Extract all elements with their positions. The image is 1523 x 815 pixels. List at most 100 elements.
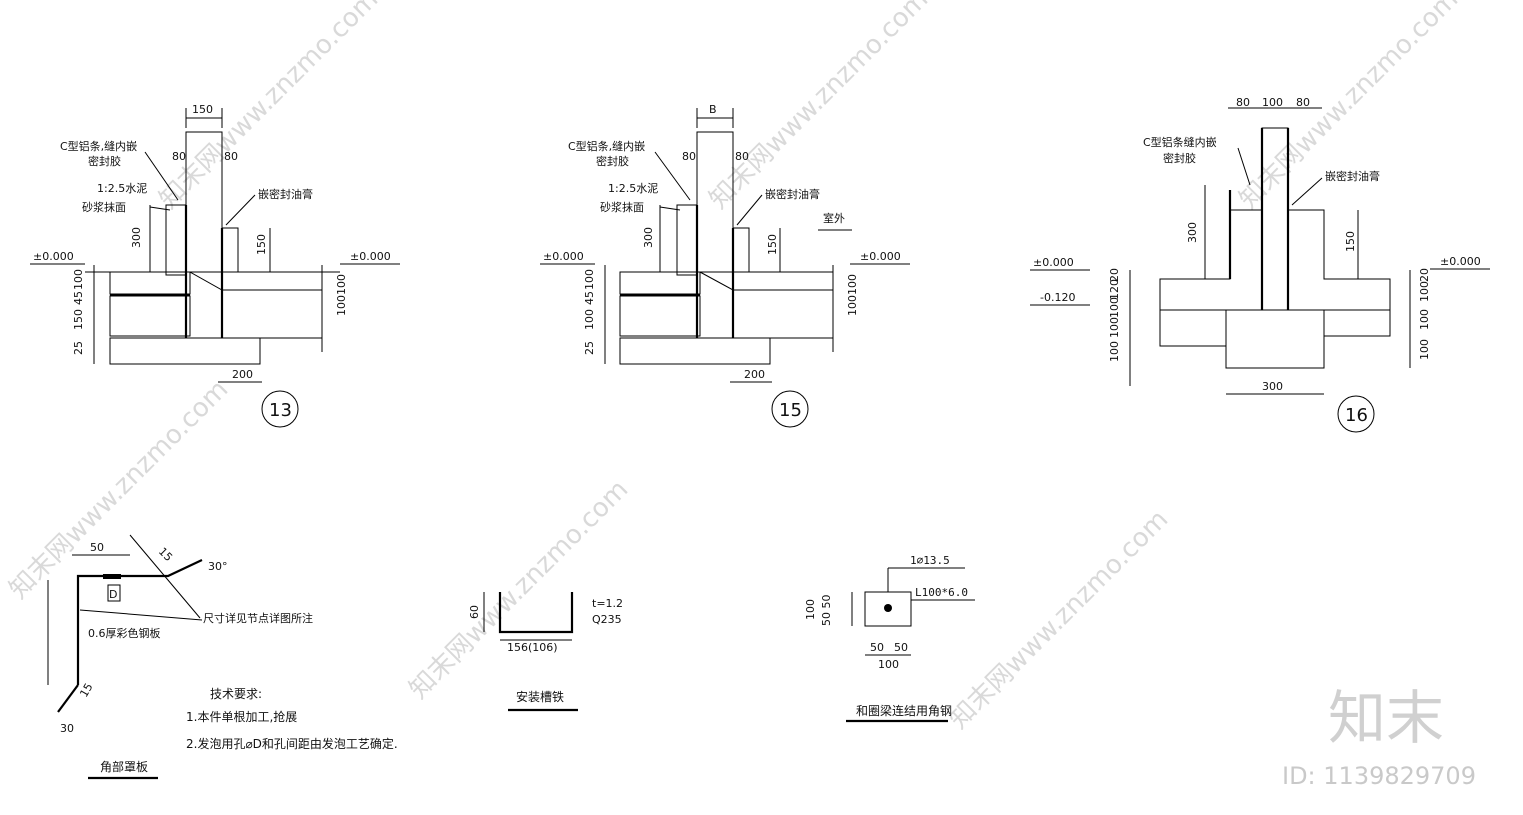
svg-text:150: 150 xyxy=(766,234,779,255)
svg-text:100: 100 xyxy=(804,599,817,620)
watermark-text: 知末网www.znzmo.com xyxy=(404,474,635,705)
detail-title: 和圈梁连结用角钢 xyxy=(856,703,952,718)
callout: 1:2.5水泥 xyxy=(97,182,147,195)
svg-text:300: 300 xyxy=(642,227,655,248)
detail-number: 15 xyxy=(779,400,802,421)
svg-text:45: 45 xyxy=(583,291,596,305)
svg-text:Q235: Q235 xyxy=(592,613,622,626)
level-right: ±0.000 xyxy=(350,250,391,263)
svg-text:80: 80 xyxy=(682,150,696,163)
svg-text:100: 100 xyxy=(583,269,596,290)
svg-text:1:2.5水泥: 1:2.5水泥 xyxy=(608,182,658,195)
svg-text:200: 200 xyxy=(744,368,765,381)
detail-number: 13 xyxy=(269,400,292,421)
svg-text:50: 50 xyxy=(90,541,104,554)
svg-text:±0.000: ±0.000 xyxy=(1440,255,1481,268)
svg-text:15: 15 xyxy=(77,681,95,700)
svg-text:100: 100 xyxy=(335,295,348,316)
watermark-text: 知末网www.znzmo.com xyxy=(704,0,935,215)
watermark-layer: 知末网www.znzmo.com 知末网www.znzmo.com 知末网www… xyxy=(4,0,1476,790)
svg-text:100: 100 xyxy=(846,274,859,295)
svg-text:1.本件单根加工,抢展: 1.本件单根加工,抢展 xyxy=(186,709,297,724)
corner-cover-detail: 50 15 30° D 15 30 尺寸详见节点详图所注 0.6厚彩色钢板 技术… xyxy=(47,534,398,780)
detail-title: 安装槽铁 xyxy=(516,689,564,704)
svg-text:100: 100 xyxy=(1108,341,1121,362)
svg-text:25: 25 xyxy=(72,341,85,355)
hole-marker xyxy=(103,574,121,579)
svg-text:300: 300 xyxy=(1262,380,1283,393)
svg-text:t=1.2: t=1.2 xyxy=(592,597,623,610)
svg-text:156(106): 156(106) xyxy=(507,641,558,654)
svg-text:80: 80 xyxy=(1236,96,1250,109)
callout: C型铝条,缝内嵌 xyxy=(60,139,137,153)
callout: 嵌密封油膏 xyxy=(258,187,313,201)
svg-text:100: 100 xyxy=(1262,96,1283,109)
level-left: ±0.000 xyxy=(33,250,74,263)
svg-text:25: 25 xyxy=(583,341,596,355)
svg-text:砂浆抹面: 砂浆抹面 xyxy=(600,200,644,214)
watermark-text: 知末网www.znzmo.com xyxy=(4,374,235,605)
insulation-left xyxy=(109,295,191,337)
svg-text:100: 100 xyxy=(72,269,85,290)
svg-text:20: 20 xyxy=(1108,268,1121,282)
watermark-id: ID: 1139829709 xyxy=(1282,762,1476,790)
svg-text:100: 100 xyxy=(1108,297,1121,318)
svg-text:50 50: 50 50 xyxy=(820,595,833,627)
svg-text:150: 150 xyxy=(1344,231,1357,252)
svg-text:±0.000: ±0.000 xyxy=(860,250,901,263)
svg-text:密封胶: 密封胶 xyxy=(596,154,629,168)
plinth-left xyxy=(165,204,187,276)
svg-text:60: 60 xyxy=(468,605,481,619)
svg-text:1⌀13.5: 1⌀13.5 xyxy=(910,554,950,567)
detail-13: 150 80 80 C型铝条,缝内嵌 密封胶 1:2.5水泥 砂浆抹面 嵌密封油… xyxy=(30,103,400,428)
angle-detail: 1⌀13.5 L100*6.0 100 50 50 50 50 100 和圈梁连… xyxy=(804,554,975,723)
watermark-logo: 知末 xyxy=(1328,684,1444,752)
requirements-title: 技术要求: xyxy=(210,687,262,701)
svg-text:80: 80 xyxy=(1296,96,1310,109)
svg-text:120: 120 xyxy=(1108,279,1121,300)
watermark-text: 知末网www.znzmo.com xyxy=(154,0,385,215)
detail-number-circle xyxy=(261,390,299,428)
dim-label: 150 xyxy=(192,103,213,116)
svg-text:50: 50 xyxy=(870,641,884,654)
svg-text:C型铝条,缝内嵌: C型铝条,缝内嵌 xyxy=(568,139,645,153)
svg-text:0.6厚彩色钢板: 0.6厚彩色钢板 xyxy=(88,626,161,640)
svg-text:15: 15 xyxy=(156,545,175,564)
svg-text:-0.120: -0.120 xyxy=(1040,291,1075,304)
svg-text:100: 100 xyxy=(1108,317,1121,338)
base-slab xyxy=(109,337,261,365)
svg-text:100: 100 xyxy=(878,658,899,671)
svg-text:100: 100 xyxy=(1418,339,1431,360)
left-footing xyxy=(1159,209,1263,311)
detail-15: B 80 80 C型铝条,缝内嵌 密封胶 1:2.5水泥 砂浆抹面 嵌密封油膏 … xyxy=(540,103,910,428)
svg-text:100: 100 xyxy=(583,309,596,330)
channel-detail: 60 156(106) t=1.2 Q235 安装槽铁 xyxy=(468,592,623,712)
svg-text:B: B xyxy=(709,103,717,116)
callout: 密封胶 xyxy=(88,154,121,168)
detail-16: 80 100 80 C型铝条缝内嵌 密封胶 嵌密封油膏 300 150 ±0.0… xyxy=(1030,96,1490,433)
svg-text:2.发泡用孔⌀D和孔间距由发泡工艺确定.: 2.发泡用孔⌀D和孔间距由发泡工艺确定. xyxy=(186,736,398,751)
svg-text:45: 45 xyxy=(72,291,85,305)
dim-label: 150 xyxy=(255,234,268,255)
concrete-right xyxy=(221,289,323,339)
svg-text:±0.000: ±0.000 xyxy=(543,250,584,263)
watermark-text: 知末网www.znzmo.com xyxy=(944,504,1175,735)
callout: 砂浆抹面 xyxy=(82,200,126,214)
detail-title: 角部罩板 xyxy=(100,759,148,774)
plinth-right xyxy=(221,227,239,273)
svg-text:室外: 室外 xyxy=(823,211,845,225)
svg-text:30°: 30° xyxy=(208,560,228,573)
svg-text:300: 300 xyxy=(1186,222,1199,243)
svg-text:20: 20 xyxy=(1418,268,1431,282)
svg-text:C型铝条缝内嵌: C型铝条缝内嵌 xyxy=(1143,135,1217,149)
wall-panel xyxy=(696,131,734,339)
svg-text:100: 100 xyxy=(846,295,859,316)
detail-number: 16 xyxy=(1345,405,1368,426)
svg-text:D: D xyxy=(109,588,117,601)
dim-label: 300 xyxy=(130,227,143,248)
svg-text:密封胶: 密封胶 xyxy=(1163,151,1196,165)
svg-text:80: 80 xyxy=(735,150,749,163)
beam xyxy=(1225,309,1325,369)
svg-text:100: 100 xyxy=(1418,309,1431,330)
